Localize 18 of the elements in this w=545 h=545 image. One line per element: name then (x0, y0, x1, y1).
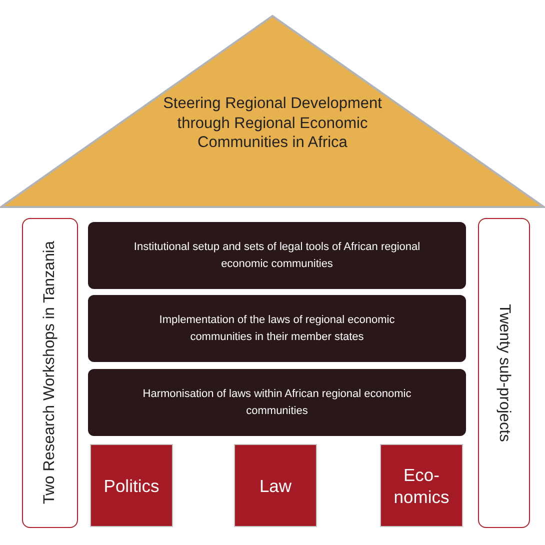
discipline-label: Politics (102, 474, 160, 496)
research-area-bar (88, 222, 466, 289)
discipline-block (90, 444, 173, 527)
pillar-panel (22, 218, 78, 528)
research-area-text: Implementation of the laws of regional economic communities in their member states (158, 312, 396, 344)
roof-triangle (0, 14, 545, 209)
research-area-bar (88, 369, 466, 436)
discipline-label: Law (258, 474, 293, 496)
discipline-block (380, 444, 463, 527)
pillar-panel (478, 218, 530, 528)
discipline-label: Eco- nomics (392, 464, 450, 508)
roof-title: Steering Regional Development through Regional Economic Communities in Africa (162, 94, 383, 152)
pillar-label: Two Research Workshops in Tanzania (41, 241, 59, 505)
pillar-label: Twenty sub-projects (495, 304, 513, 442)
research-area-text: Harmonisation of laws within African regional economic communities (142, 386, 412, 418)
research-area-text: Institutional setup and sets of legal tools of African regional economic communities (132, 240, 422, 272)
research-area-bar (88, 295, 466, 362)
discipline-block (234, 444, 317, 527)
